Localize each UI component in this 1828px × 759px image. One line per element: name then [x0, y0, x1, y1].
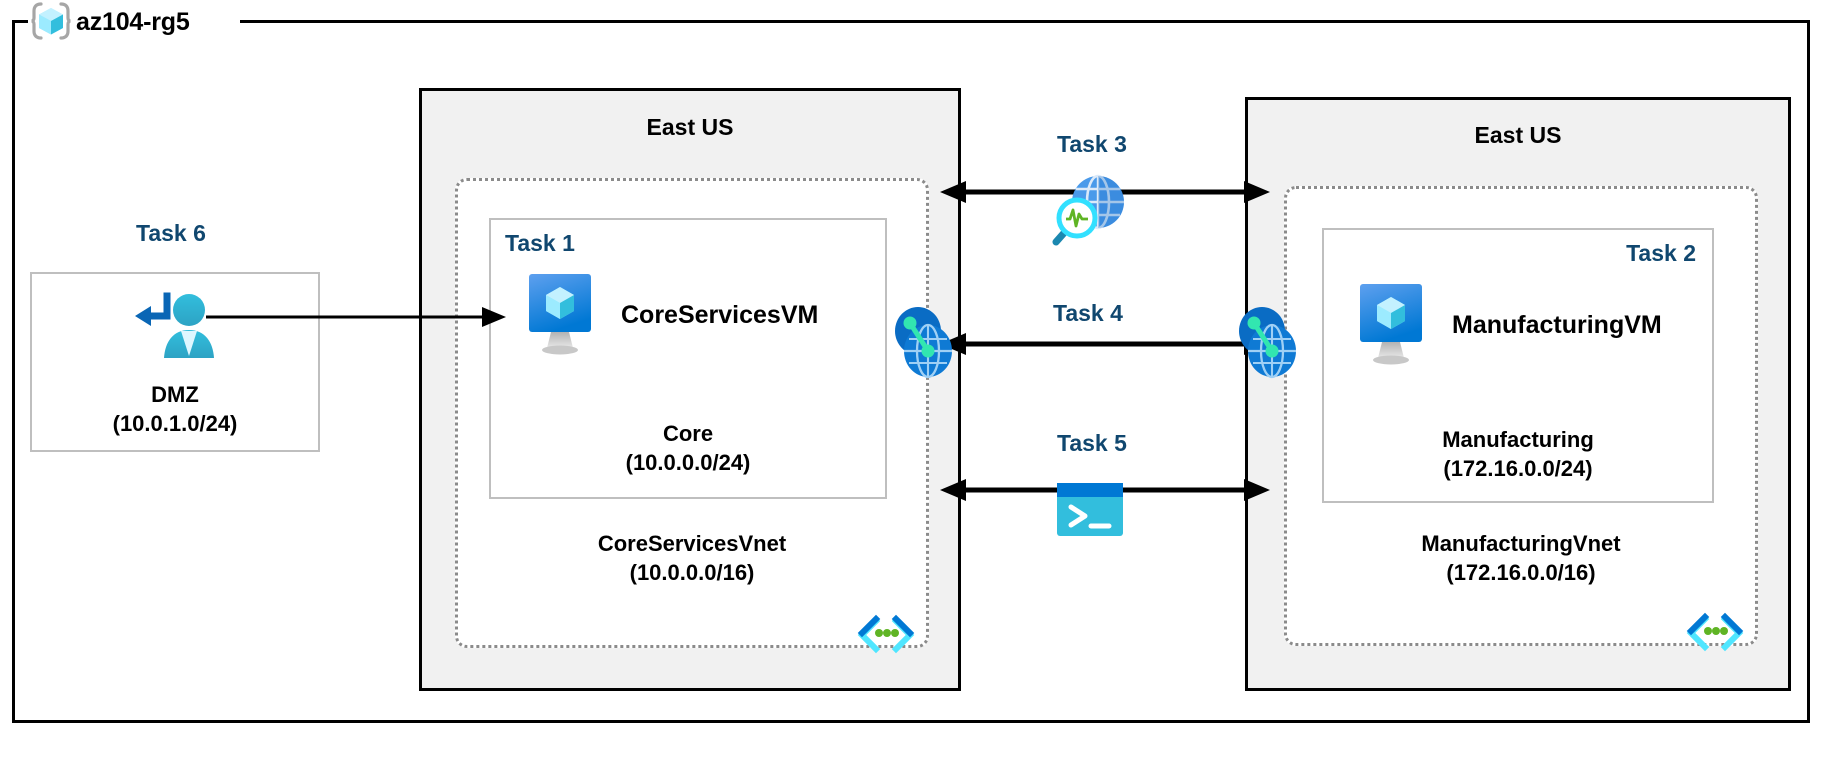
resource-group-frame	[12, 20, 1810, 723]
dmz-label: DMZ (10.0.1.0/24)	[32, 380, 318, 439]
subnet-manufacturing-name: Manufacturing	[1442, 426, 1594, 452]
region-title-right: East US	[1474, 122, 1562, 148]
resource-group-title-backdrop	[28, 4, 240, 38]
connector-task4	[940, 333, 1270, 355]
vnet-manufacturing-cidr: (172.16.0.0/16)	[1446, 559, 1596, 585]
vnet-coreservices-label: CoreServicesVnet (10.0.0.0/16)	[458, 529, 926, 588]
task-2-label: Task 2	[1626, 240, 1696, 266]
vnet-brackets-icon	[1686, 612, 1744, 652]
vnet-manufacturing-label: ManufacturingVnet (172.16.0.0/16)	[1287, 529, 1755, 588]
network-watcher-icon	[1052, 174, 1124, 246]
vnet-peering-icon	[895, 307, 952, 379]
subnet-core-name: Core	[662, 420, 714, 446]
virtual-machine-icon	[529, 274, 591, 355]
vnet-coreservices-cidr: (10.0.0.0/16)	[629, 559, 755, 585]
cloud-shell-icon	[1057, 483, 1123, 536]
vnet-manufacturing-name: ManufacturingVnet	[1421, 530, 1621, 556]
task-4-label: Task 4	[1053, 300, 1123, 326]
vnet-brackets-icon	[857, 614, 915, 654]
resource-group-name: az104-rg5	[76, 7, 190, 36]
subnet-manufacturing-cidr: (172.16.0.0/24)	[1443, 455, 1593, 481]
dmz-icon-wrap	[32, 286, 318, 370]
resource-group-cube-icon	[31, 2, 71, 40]
vm-manufacturing-name: ManufacturingVM	[1452, 310, 1662, 339]
task-1-label: Task 1	[505, 230, 575, 256]
region-title-left: East US	[646, 114, 734, 140]
resource-group-title: az104-rg5	[28, 2, 190, 42]
vm-coreservices: CoreServicesVM	[521, 270, 818, 360]
task-6-label: Task 6	[136, 220, 206, 246]
subnet-manufacturing: Task 2 ManufacturingVM Manufacturing (17…	[1322, 228, 1714, 503]
subnet-manufacturing-label: Manufacturing (172.16.0.0/24)	[1324, 425, 1712, 484]
vm-manufacturing: ManufacturingVM	[1352, 280, 1662, 370]
user-route-icon	[135, 292, 214, 358]
virtual-machine-icon	[1360, 284, 1422, 365]
vm-coreservices-name: CoreServicesVM	[621, 300, 819, 329]
connector-dmz-to-corevm	[206, 307, 506, 327]
task-3-label: Task 3	[1057, 131, 1127, 157]
subnet-core-label: Core (10.0.0.0/24)	[491, 419, 885, 478]
subnet-core: Task 1 CoreServicesVM	[489, 218, 887, 499]
dmz-box: DMZ (10.0.1.0/24)	[30, 272, 320, 452]
subnet-core-cidr: (10.0.0.0/24)	[625, 449, 751, 475]
task-5-label: Task 5	[1057, 430, 1127, 456]
dmz-name: DMZ	[151, 381, 199, 407]
vnet-coreservices-name: CoreServicesVnet	[597, 530, 787, 556]
vnet-peering-icon	[1239, 307, 1296, 379]
dmz-cidr: (10.0.1.0/24)	[112, 410, 238, 436]
